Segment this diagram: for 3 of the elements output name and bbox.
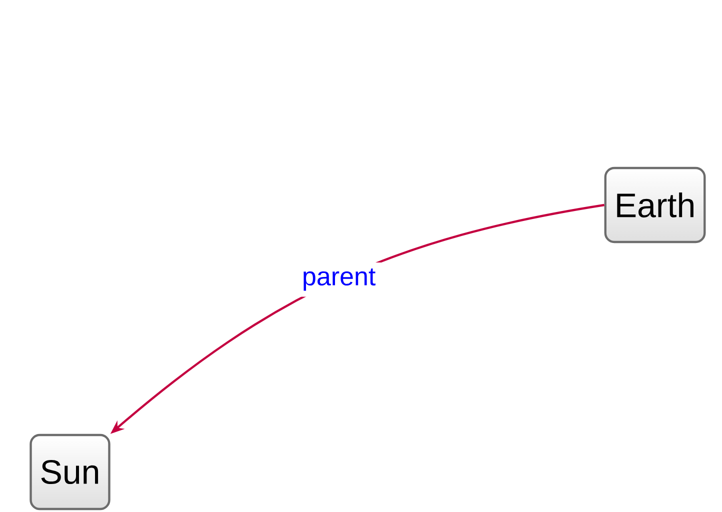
node-box: Earth [604, 166, 706, 244]
node-box: Sun [30, 434, 110, 510]
edge-label: parent [296, 262, 382, 297]
